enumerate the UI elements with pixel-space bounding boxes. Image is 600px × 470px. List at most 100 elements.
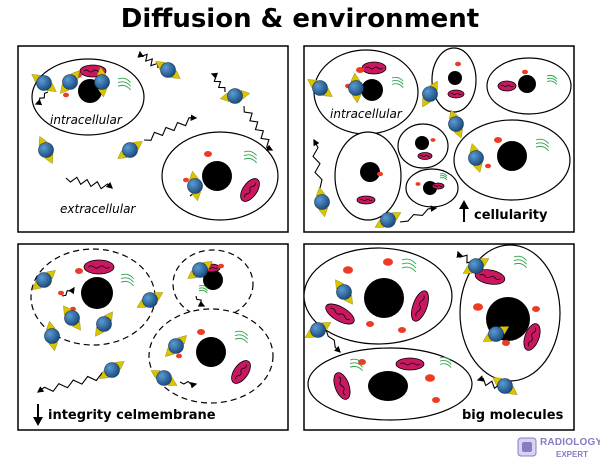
water-molecule: [422, 80, 438, 108]
endoplasmic-reticulum: [349, 362, 363, 368]
water-molecule: [136, 292, 164, 308]
ribosome: [485, 163, 491, 169]
endoplasmic-reticulum: [243, 157, 257, 164]
diffusion-path: [65, 176, 113, 190]
endoplasmic-reticulum: [439, 356, 452, 362]
endoplasmic-reticulum: [439, 360, 452, 365]
water-molecule: [335, 279, 353, 305]
endoplasmic-reticulum: [546, 74, 558, 80]
water-molecule: [348, 72, 364, 104]
water-molecule: [38, 136, 54, 164]
diffusion-path: [34, 91, 49, 106]
down-arrow-icon: [33, 404, 43, 426]
endoplasmic-reticulum: [349, 365, 363, 372]
endoplasmic-reticulum: [535, 142, 549, 148]
cell: [453, 119, 571, 201]
mitochondrion: [325, 303, 355, 325]
ribosome: [430, 138, 436, 142]
ribosome: [204, 151, 212, 157]
endoplasmic-reticulum: [546, 77, 558, 82]
mitochondrion: [356, 195, 376, 205]
cell: [172, 249, 254, 319]
ribosome: [343, 266, 353, 274]
nucleus: [202, 161, 232, 191]
mitochondrion: [497, 80, 517, 92]
cell: [486, 57, 572, 115]
endoplasmic-reticulum: [535, 138, 549, 144]
endoplasmic-reticulum: [234, 330, 248, 336]
ribosome: [398, 327, 406, 333]
water-molecule: [150, 370, 178, 386]
cell: [307, 347, 473, 421]
ribosome: [377, 171, 383, 177]
endoplasmic-reticulum: [198, 285, 208, 289]
nucleus: [518, 75, 536, 93]
water-molecule: [187, 170, 203, 202]
water-molecule: [448, 109, 464, 139]
ribosome: [473, 303, 483, 311]
endoplasmic-reticulum: [439, 173, 448, 177]
water-molecule: [155, 61, 181, 79]
mitochondrion: [447, 89, 465, 99]
mitochondrion: [333, 372, 351, 400]
nucleus: [497, 141, 527, 171]
mitochondrion: [474, 269, 506, 285]
cell: [431, 47, 477, 113]
endoplasmic-reticulum: [198, 287, 208, 292]
endoplasmic-reticulum: [439, 175, 448, 179]
endoplasmic-reticulum: [117, 81, 131, 87]
water-molecule: [482, 326, 510, 342]
diffusion-path: [312, 138, 323, 189]
ribosome: [415, 182, 421, 186]
water-molecule: [492, 377, 518, 395]
caption-integrity-celmembrane: integrity celmembrane: [48, 408, 216, 423]
page-title: Diffusion & environment: [120, 4, 480, 34]
ribosome: [63, 92, 69, 98]
water-molecule: [314, 186, 330, 218]
endoplasmic-reticulum: [401, 266, 417, 273]
water-molecule: [462, 258, 490, 274]
cell: [334, 131, 402, 221]
endoplasmic-reticulum: [243, 150, 257, 156]
endoplasmic-reticulum: [117, 77, 131, 83]
endoplasmic-reticulum: [391, 83, 404, 88]
watermark-logo-icon: [517, 437, 537, 457]
cell: [31, 58, 145, 136]
up-arrow-icon: [459, 200, 469, 222]
mitochondrion: [361, 61, 387, 75]
ribosome: [522, 69, 528, 75]
ribosome: [218, 263, 224, 269]
endoplasmic-reticulum: [401, 258, 417, 265]
ribosome: [183, 177, 189, 183]
endoplasmic-reticulum: [513, 262, 527, 269]
ribosome: [425, 374, 435, 382]
label-extracellular: extracellular: [60, 202, 136, 216]
diffusion-path: [36, 372, 111, 393]
endoplasmic-reticulum: [439, 363, 452, 368]
cell: [303, 247, 453, 345]
ribosome: [366, 321, 374, 327]
endoplasmic-reticulum: [439, 177, 448, 181]
water-molecule: [63, 305, 81, 331]
endoplasmic-reticulum: [243, 154, 257, 160]
endoplasmic-reticulum: [234, 334, 248, 340]
nucleus: [361, 79, 383, 101]
mitochondrion: [411, 290, 429, 322]
label-intracellular: intracellular: [330, 107, 403, 121]
ribosome: [75, 268, 83, 274]
nucleus: [196, 337, 226, 367]
diffusion-path: [195, 295, 206, 307]
mitochondrion: [417, 152, 433, 160]
endoplasmic-reticulum: [535, 145, 549, 152]
water-molecule: [307, 79, 333, 97]
water-molecule: [94, 66, 110, 98]
cell: [405, 168, 459, 208]
diffusion-path: [137, 50, 159, 69]
water-molecule: [99, 361, 125, 379]
endoplasmic-reticulum: [120, 280, 134, 287]
nucleus: [368, 371, 408, 401]
endoplasmic-reticulum: [120, 277, 134, 283]
mitochondrion: [431, 182, 445, 190]
endoplasmic-reticulum: [349, 358, 363, 364]
